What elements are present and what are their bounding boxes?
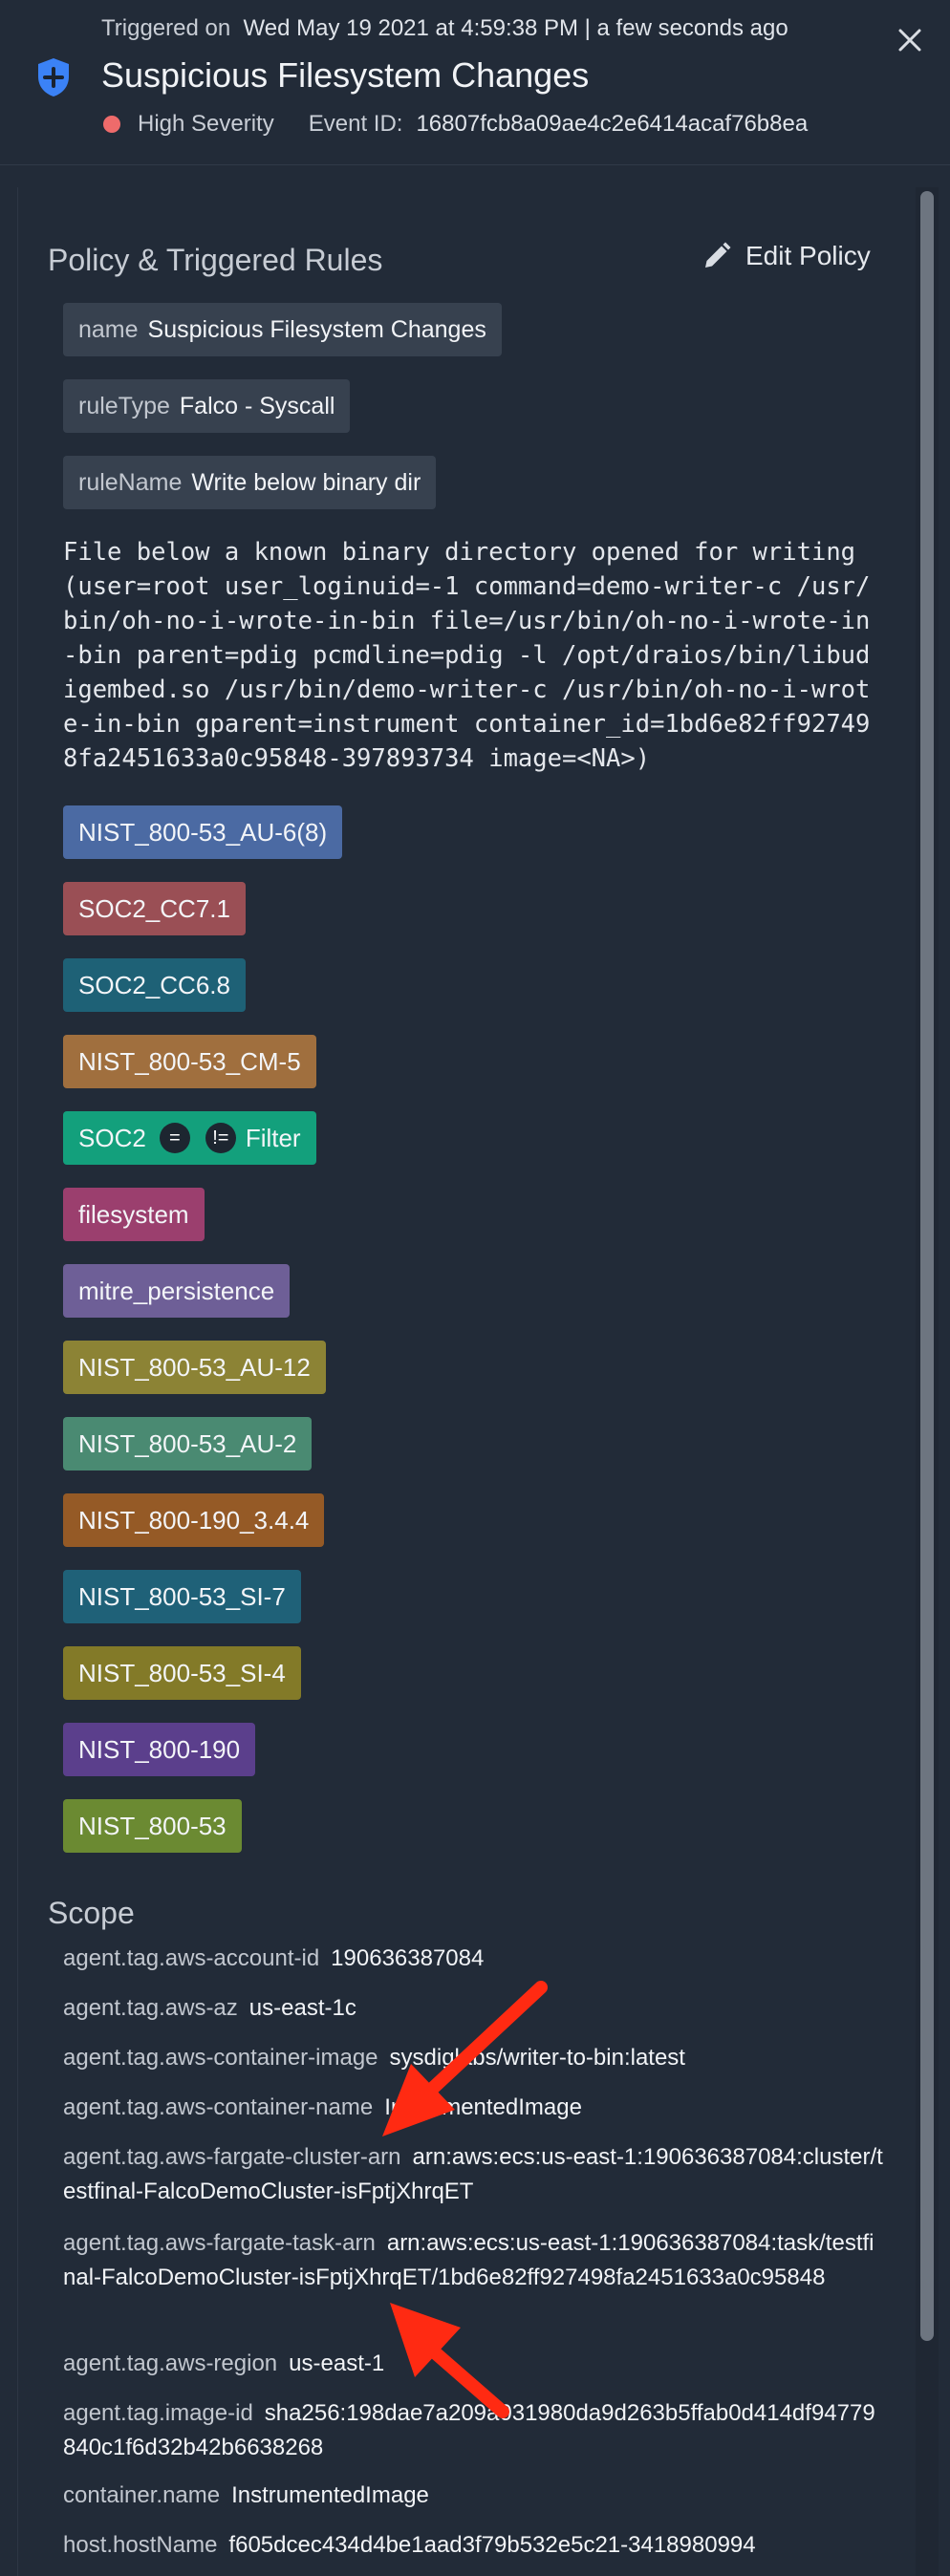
rule-name-chip: ruleName Write below binary dir (63, 456, 437, 509)
tag-chip[interactable]: SOC2_CC7.1 (63, 882, 246, 935)
tag-chip[interactable]: NIST_800-53_AU-12 (63, 1341, 326, 1394)
close-icon[interactable] (891, 21, 929, 59)
scope-row: agent.tag.aws-az us-east-1c (63, 1991, 885, 2026)
annotation-arrow-down-icon (382, 1981, 548, 2136)
filter-label: Filter (245, 1123, 301, 1152)
policy-section-title: Policy & Triggered Rules (48, 243, 383, 277)
event-header: Triggered on Wed May 19 2021 at 4:59:38 … (0, 0, 950, 165)
tag-label: NIST_800-53_CM-5 (78, 1046, 301, 1076)
scope-key: host.hostName (63, 2532, 218, 2558)
tag-label: NIST_800-53_AU-2 (78, 1428, 297, 1458)
tag-label: filesystem (78, 1199, 189, 1229)
rule-type-chip: ruleType Falco - Syscall (63, 379, 351, 433)
tag-label: NIST_800-53_AU-6(8) (78, 817, 328, 847)
scope-key: agent.tag.image-id (63, 2400, 253, 2426)
scrollbar[interactable] (916, 187, 939, 2576)
tag-chip[interactable]: NIST_800-190_3.4.4 (63, 1493, 325, 1547)
tag-chip-soc2-hover[interactable]: SOC2 = != Filter (63, 1111, 316, 1165)
edit-policy-button[interactable]: Edit Policy (702, 241, 871, 271)
scope-value: us-east-1 (289, 2351, 385, 2376)
scope-value: InstrumentedImage (231, 2482, 429, 2508)
scope-key: agent.tag.aws-fargate-cluster-arn (63, 2144, 401, 2170)
policy-name-chip: name Suspicious Filesystem Changes (63, 303, 502, 356)
detail-panel (17, 187, 934, 2576)
scope-section-title: Scope (48, 1896, 135, 1930)
scope-value: arn:aws:ecs:us-east-1:190636387084:clust… (63, 2144, 883, 2204)
severity-dot-icon (103, 116, 120, 133)
scope-row: agent.tag.aws-region us-east-1 (63, 2347, 885, 2381)
scope-key: agent.tag.aws-container-name (63, 2094, 374, 2120)
chip-key: name (78, 315, 139, 343)
scope-value: arn:aws:ecs:us-east-1:190636387084:task/… (63, 2230, 874, 2290)
scope-value: f605dcec434d4be1aad3f79b532e5c21-3418980… (228, 2532, 756, 2558)
scope-row: host.hostName f605dcec434d4be1aad3f79b532… (63, 2528, 885, 2563)
scope-value: us-east-1c (248, 1995, 356, 2021)
scope-key: agent.tag.aws-region (63, 2351, 278, 2376)
scope-key: agent.tag.aws-container-image (63, 2045, 378, 2071)
tag-label: SOC2 (78, 1123, 146, 1152)
event-id-value: 16807fcb8a09ae4c2e6414acaf76b8ea (416, 111, 809, 137)
scope-key: agent.tag.aws-fargate-task-arn (63, 2230, 376, 2256)
tag-label: NIST_800-53 (78, 1811, 227, 1840)
shield-icon (38, 58, 69, 97)
tag-label: NIST_800-190_3.4.4 (78, 1505, 310, 1535)
edit-policy-label: Edit Policy (745, 241, 871, 270)
tag-chip[interactable]: NIST_800-53_CM-5 (63, 1035, 316, 1088)
tag-label: NIST_800-53_AU-12 (78, 1352, 311, 1382)
tag-chip[interactable]: NIST_800-53_SI-7 (63, 1570, 301, 1623)
rule-output-text: File below a known binary directory open… (63, 538, 871, 773)
tag-chip[interactable]: NIST_800-53 (63, 1799, 242, 1853)
scope-value: 190636387084 (331, 1945, 485, 1971)
tag-chip[interactable]: NIST_800-53_AU-6(8) (63, 805, 343, 859)
scope-row: agent.tag.aws-account-id 190636387084 (63, 1942, 885, 1976)
filter-equals-button[interactable]: = (159, 1123, 190, 1153)
scrollbar-thumb[interactable] (920, 191, 934, 2341)
event-meta: High Severity Event ID: 16807fcb8a09ae4c… (103, 111, 808, 138)
chip-value: Suspicious Filesystem Changes (147, 315, 486, 343)
scope-row: container.name InstrumentedImage (63, 2479, 885, 2513)
tag-label: NIST_800-53_SI-4 (78, 1658, 286, 1687)
tag-label: SOC2_CC6.8 (78, 970, 230, 999)
filter-not-equals-button[interactable]: != (205, 1123, 236, 1153)
scope-key: agent.tag.aws-account-id (63, 1945, 320, 1971)
scope-value: sysdiglabs/writer-to-bin:latest (389, 2045, 685, 2071)
scope-key: container.name (63, 2482, 221, 2508)
tag-label: SOC2_CC7.1 (78, 893, 230, 923)
pencil-icon (705, 242, 731, 268)
tag-label: NIST_800-53_SI-7 (78, 1581, 286, 1611)
chip-value: Write below binary dir (191, 468, 421, 496)
tag-label: mitre_persistence (78, 1276, 275, 1305)
tag-chip[interactable]: NIST_800-53_AU-2 (63, 1417, 313, 1470)
event-title: Suspicious Filesystem Changes (101, 55, 590, 95)
event-id-label: Event ID: (308, 111, 403, 137)
tag-chip[interactable]: NIST_800-190 (63, 1723, 256, 1776)
chip-key: ruleName (78, 468, 183, 496)
chip-key: ruleType (78, 392, 170, 419)
triggered-label: Triggered on (101, 15, 231, 41)
triggered-value: Wed May 19 2021 at 4:59:38 PM | a few se… (243, 15, 788, 41)
tag-chip[interactable]: mitre_persistence (63, 1264, 291, 1318)
severity-label: High Severity (138, 111, 274, 137)
tag-chip[interactable]: filesystem (63, 1188, 205, 1241)
tag-label: NIST_800-190 (78, 1734, 241, 1764)
scope-row: agent.tag.aws-container-image sysdiglabs/… (63, 2041, 885, 2075)
tag-chip[interactable]: NIST_800-53_SI-4 (63, 1646, 301, 1700)
tag-chip[interactable]: SOC2_CC6.8 (63, 958, 246, 1012)
triggered-time: Triggered on Wed May 19 2021 at 4:59:38 … (101, 15, 788, 42)
annotation-arrow-up-icon (390, 2303, 509, 2418)
scope-key: agent.tag.aws-az (63, 1995, 238, 2021)
scope-value: sha256:198dae7a209a031980da9d263b5ffab0d… (63, 2400, 875, 2460)
chip-value: Falco - Syscall (179, 392, 335, 419)
